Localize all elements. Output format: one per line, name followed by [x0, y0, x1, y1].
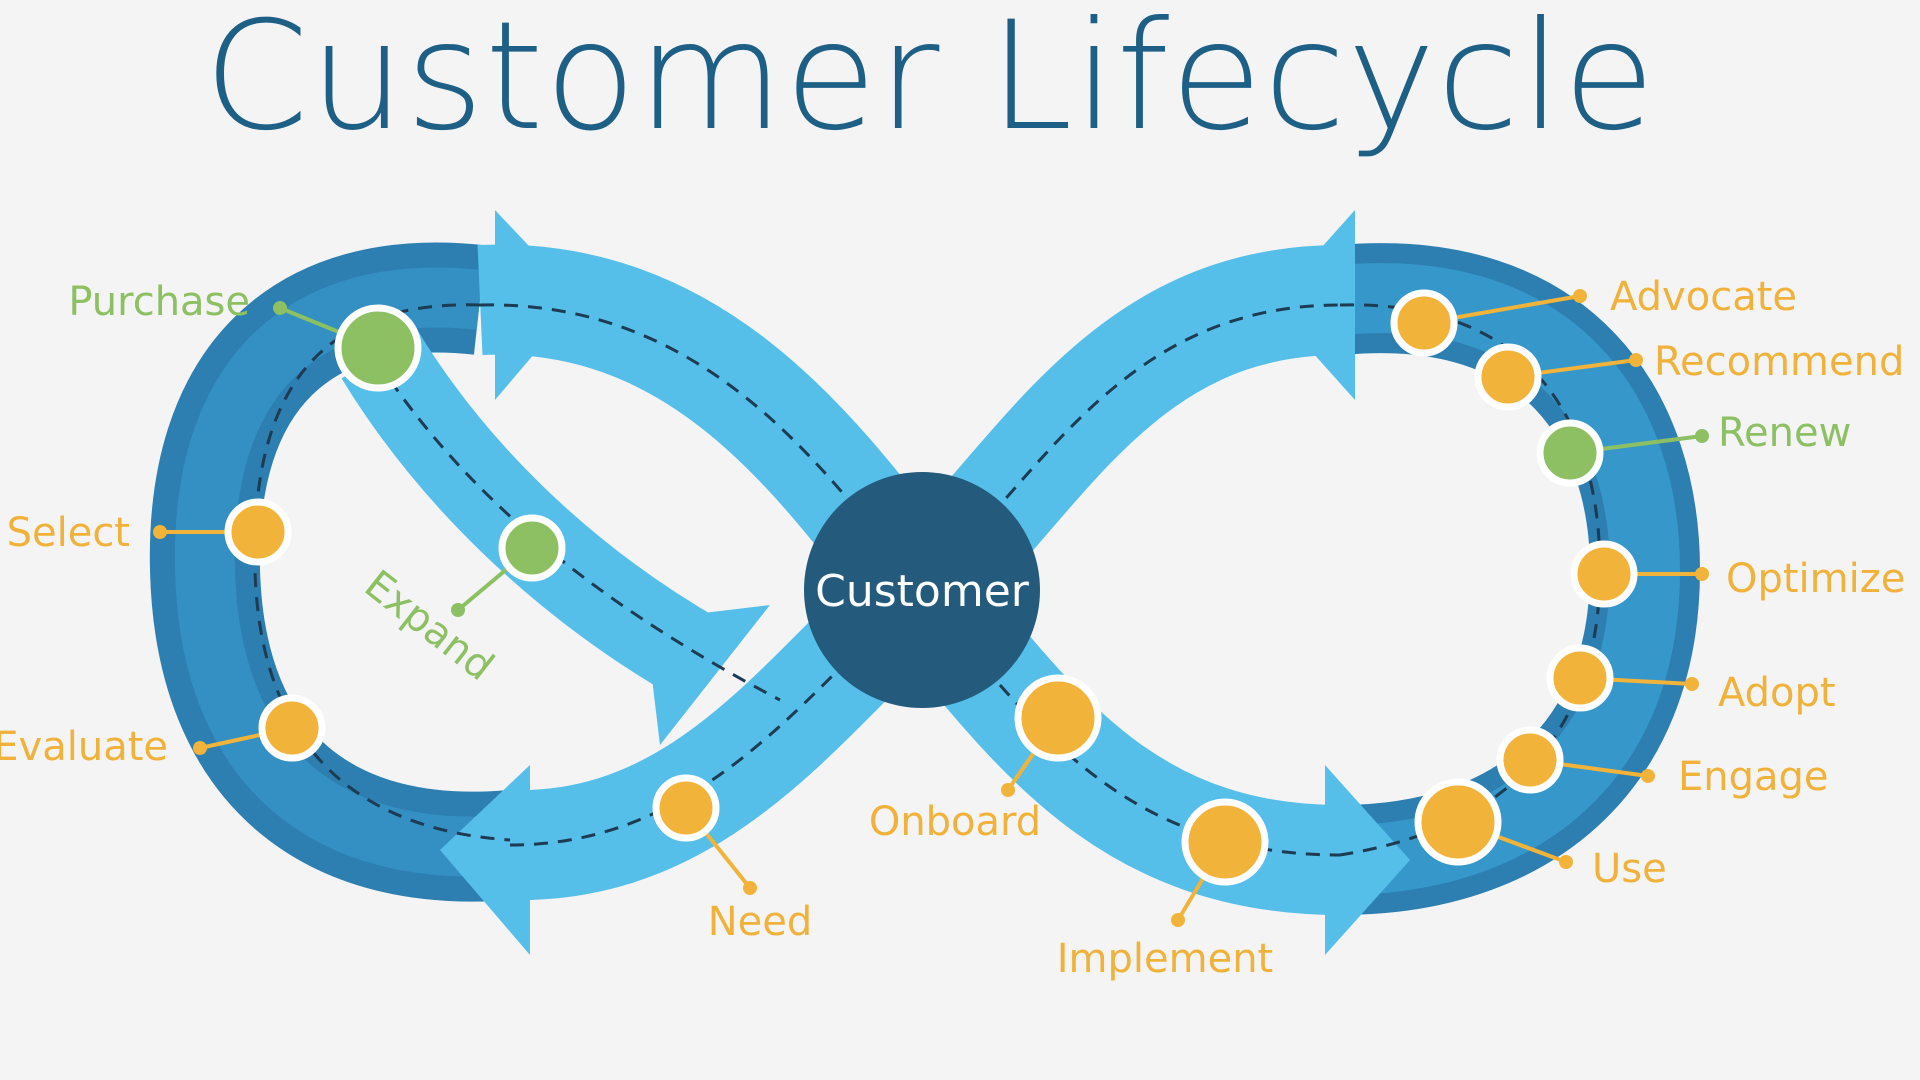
- stage-node: [1014, 674, 1102, 762]
- stage-node: [498, 514, 566, 582]
- stage-node: [258, 694, 326, 762]
- stage-label-advocate: Advocate: [1610, 274, 1797, 320]
- stage-node: [1414, 778, 1502, 866]
- stage-purchase: Purchase: [68, 279, 422, 392]
- stage-node: [1496, 726, 1564, 794]
- stage-select: Select: [7, 498, 292, 566]
- arrow-bottom-right: [1325, 765, 1410, 955]
- stage-node: [334, 304, 422, 392]
- stage-label-evaluate: Evaluate: [0, 724, 168, 770]
- stage-connector-dot: [1685, 677, 1699, 691]
- stage-connector-dot: [1001, 783, 1015, 797]
- stage-connector-dot: [1695, 567, 1709, 581]
- stage-renew: Renew: [1536, 410, 1851, 487]
- stage-connector-dot: [273, 301, 287, 315]
- stage-label-adopt: Adopt: [1718, 670, 1836, 716]
- stage-node: [224, 498, 292, 566]
- stage-node: [1570, 540, 1638, 608]
- stage-adopt: Adopt: [1546, 644, 1836, 716]
- stage-advocate: Advocate: [1390, 274, 1797, 357]
- dashed-cross-up: [509, 303, 1341, 847]
- dashed-right-loop: [1339, 303, 1602, 857]
- stage-label-select: Select: [7, 510, 130, 556]
- stage-optimize: Optimize: [1570, 540, 1905, 608]
- stage-need: Need: [652, 774, 813, 945]
- stage-node: [1390, 289, 1458, 357]
- stage-connector-dot: [1641, 769, 1655, 783]
- stage-connector-dot: [1573, 289, 1587, 303]
- stage-label-recommend: Recommend: [1654, 339, 1904, 385]
- stage-label-use: Use: [1592, 846, 1667, 892]
- stage-node: [1181, 798, 1269, 886]
- stage-label-need: Need: [708, 899, 813, 945]
- stage-label-expand: Expand: [356, 562, 502, 690]
- left-loop-band-highlight: [174, 267, 513, 877]
- stage-node: [652, 774, 720, 842]
- stage-recommend: Recommend: [1474, 339, 1904, 411]
- stage-connector-dot: [1171, 913, 1185, 927]
- stage-label-engage: Engage: [1678, 754, 1829, 800]
- stage-node: [1474, 343, 1542, 411]
- stage-expand: Expand: [356, 514, 566, 690]
- stage-label-renew: Renew: [1718, 410, 1851, 456]
- stage-label-onboard: Onboard: [869, 799, 1041, 845]
- customer-center-circle: [804, 472, 1040, 708]
- stage-implement: Implement: [1057, 798, 1273, 982]
- stage-connector-dot: [451, 603, 465, 617]
- stage-label-optimize: Optimize: [1726, 556, 1905, 602]
- stage-connector-dot: [1695, 429, 1709, 443]
- stage-connector-dot: [193, 741, 207, 755]
- stage-connector-dot: [1559, 855, 1573, 869]
- stage-engage: Engage: [1496, 726, 1829, 800]
- stage-onboard: Onboard: [869, 674, 1102, 845]
- stage-connector-dot: [1629, 353, 1643, 367]
- stage-connector-dot: [743, 881, 757, 895]
- stage-evaluate: Evaluate: [0, 694, 326, 770]
- stage-node: [1546, 644, 1614, 712]
- arrow-bottom-left: [440, 765, 530, 955]
- arrow-top-left: [495, 210, 580, 400]
- stage-connector-dot: [153, 525, 167, 539]
- stage-label-purchase: Purchase: [68, 279, 250, 325]
- center-label: Customer: [815, 566, 1030, 617]
- page-title: Customer Lifecycle: [203, 0, 1657, 164]
- stage-node: [1536, 419, 1604, 487]
- dashed-expand: [388, 379, 781, 702]
- stage-use: Use: [1414, 778, 1667, 892]
- stage-label-implement: Implement: [1057, 936, 1273, 982]
